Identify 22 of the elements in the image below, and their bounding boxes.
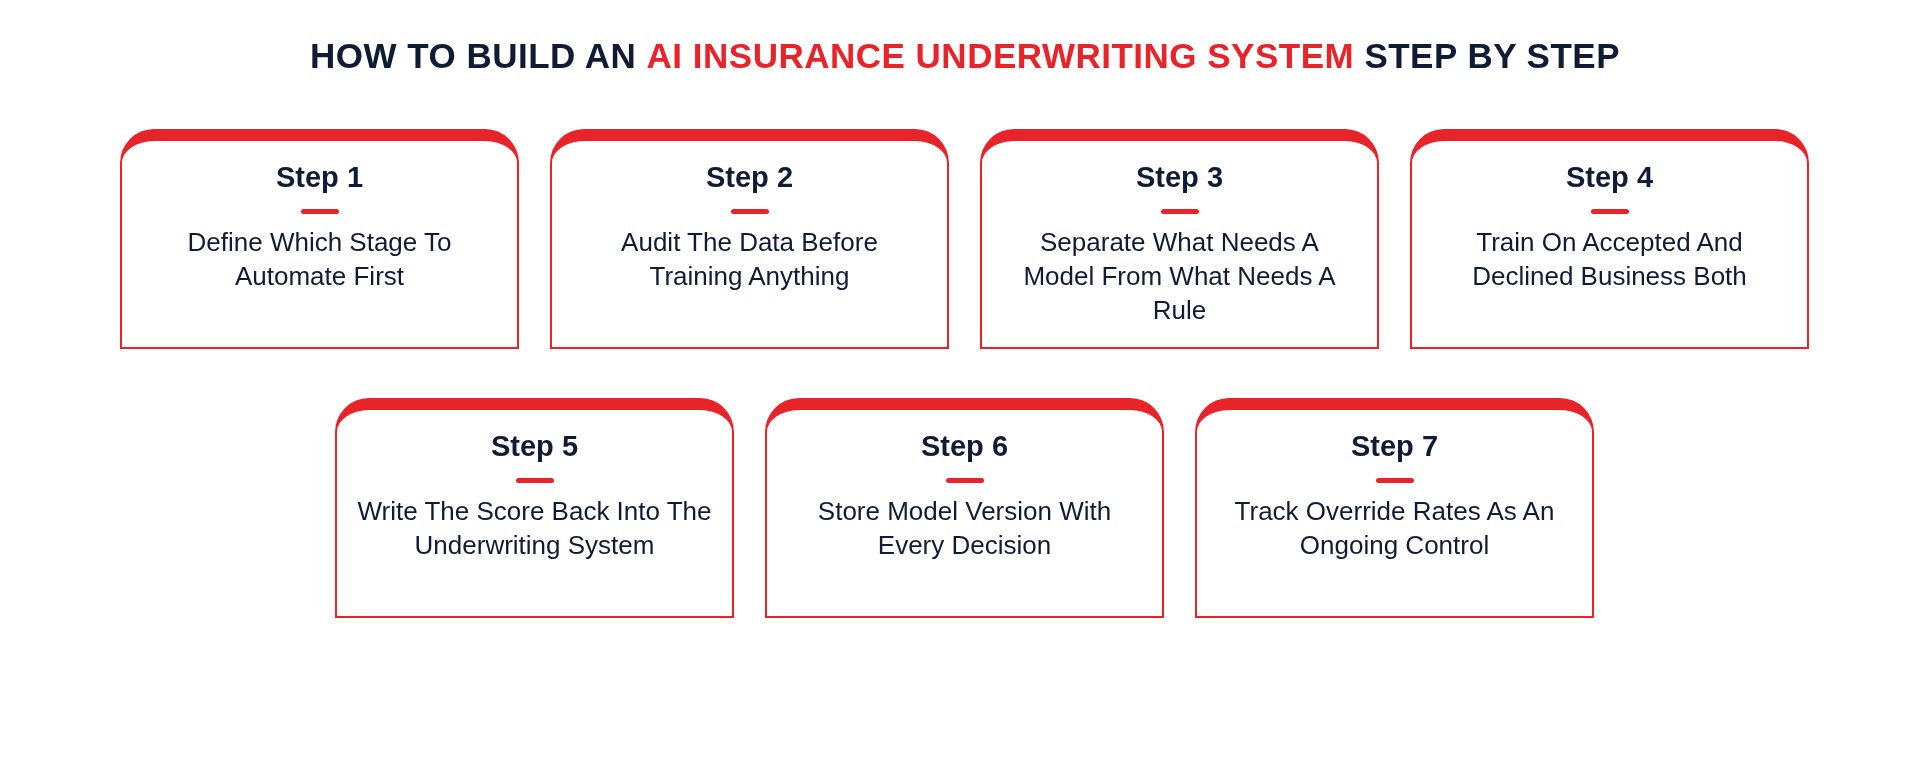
step-description: Write The Score Back Into The Underwriting System — [357, 495, 712, 562]
step-card — [765, 398, 1164, 618]
step-description: Separate What Needs A Model From What Needs A Rule — [1022, 226, 1337, 327]
step-description: Define Which Stage To Automate First — [186, 226, 453, 293]
step-heading: Step 3 — [1135, 161, 1224, 194]
step-heading: Step 1 — [275, 161, 364, 194]
step-card — [120, 129, 519, 349]
step-card — [980, 129, 1379, 349]
step-description: Track Override Rates As An Ongoing Control — [1233, 495, 1556, 562]
step-heading: Step 5 — [490, 430, 579, 463]
step-card — [1195, 398, 1594, 618]
step-heading: Step 7 — [1350, 430, 1439, 463]
step-description: Train On Accepted And Declined Business Both — [1471, 226, 1748, 293]
step-card — [335, 398, 734, 618]
step-card — [550, 129, 949, 349]
title: HOW TO BUILD AN AI INSURANCE UNDERWRITING SYSTEM STEP BY STEP — [308, 36, 1622, 76]
step-heading: Step 4 — [1565, 161, 1654, 194]
step-card — [1410, 129, 1809, 349]
step-description: Audit The Data Before Training Anything — [620, 226, 879, 293]
step-description: Store Model Version With Every Decision — [816, 495, 1113, 562]
step-heading: Step 2 — [705, 161, 794, 194]
step-heading: Step 6 — [920, 430, 1009, 463]
